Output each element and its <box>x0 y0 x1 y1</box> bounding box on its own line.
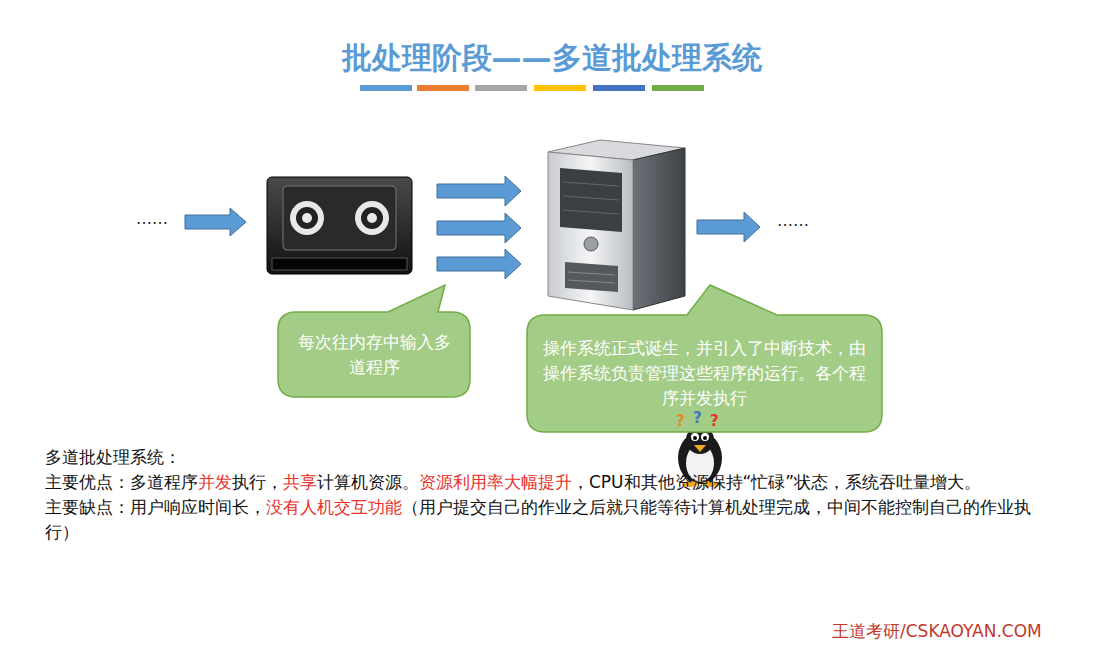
body-text: ，CPU和其他资源保持“忙碌”状态，系统吞吐量增大。 <box>572 472 981 492</box>
callout-box: 操作系统正式诞生，并引入了中断技术，由操作系统负责管理这些程序的运行。各个程序并… <box>527 315 882 432</box>
text-line: 主要优点：多道程序并发执行，共享计算机资源。资源利用率大幅提升，CPU和其他资源… <box>45 470 1040 495</box>
question-mark: ? <box>693 409 702 427</box>
highlight-text: 资源利用率大幅提升 <box>419 472 572 492</box>
body-text: 计算机资源。 <box>317 472 419 492</box>
text-line: 主要缺点：用户响应时间长，没有人机交互功能（用户提交自己的作业之后就只能等待计算… <box>45 495 1040 545</box>
callout-text: 操作系统正式诞生，并引入了中断技术，由操作系统负责管理这些程序的运行。各个程序并… <box>541 336 868 411</box>
callout-text: 每次往内存中输入多道程序 <box>292 330 456 380</box>
callout-box: 每次往内存中输入多道程序 <box>278 312 470 397</box>
body-text: 主要优点：多道程序 <box>45 472 198 492</box>
body-text: 主要缺点：用户响应时间长， <box>45 497 266 517</box>
ellipsis: …… <box>777 211 809 230</box>
text-line: 多道批处理系统： <box>45 445 1040 470</box>
body-text: 多道批处理系统： <box>45 447 181 467</box>
server-tower <box>548 140 685 310</box>
description-text: 多道批处理系统： 主要优点：多道程序并发执行，共享计算机资源。资源利用率大幅提升… <box>45 445 1040 545</box>
tape-device <box>267 177 412 274</box>
highlight-text: 并发 <box>198 472 232 492</box>
watermark: 王道考研/CSKAOYAN.COM <box>832 620 1042 643</box>
highlight-text: 没有人机交互功能 <box>266 497 402 517</box>
question-mark: ? <box>710 412 719 430</box>
page-title: 批处理阶段——多道批处理系统 <box>0 38 1103 79</box>
body-text: 执行， <box>232 472 283 492</box>
highlight-text: 共享 <box>283 472 317 492</box>
question-mark: ? <box>676 412 685 430</box>
title-bars <box>360 85 704 91</box>
callout-shape <box>278 312 470 397</box>
ellipsis: …… <box>136 209 168 228</box>
